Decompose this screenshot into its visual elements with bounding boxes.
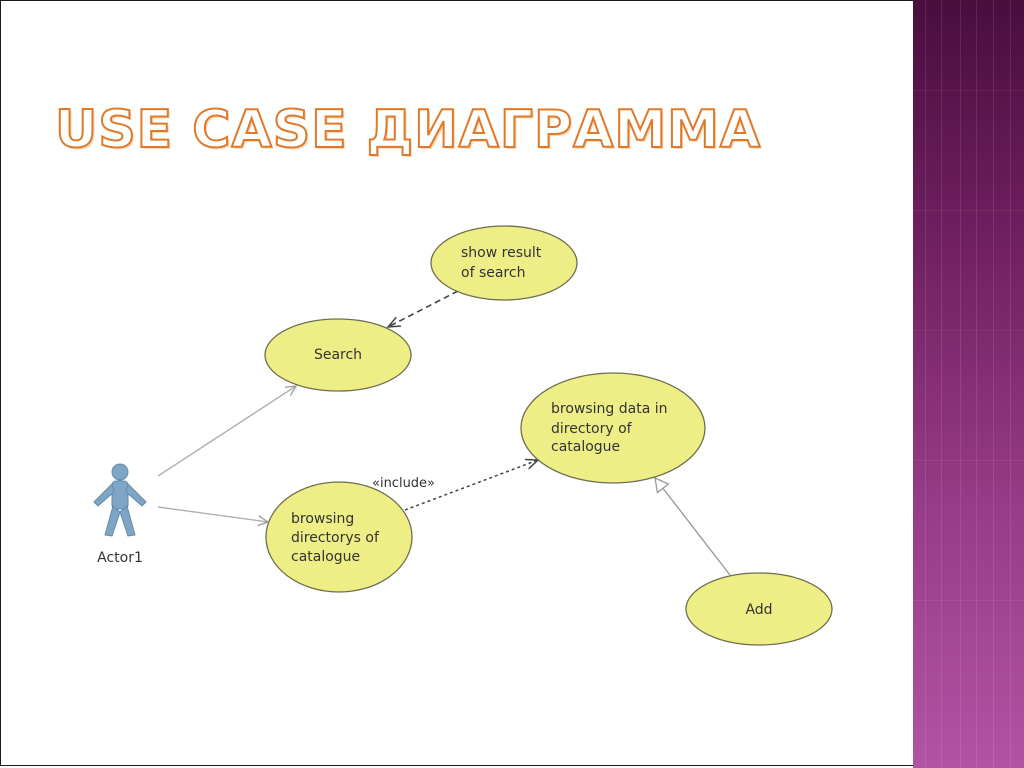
use-case-search[interactable]: Search (264, 318, 412, 392)
use-case-browsing-data-in-directory[interactable]: browsing data in directory of catalogue (520, 372, 706, 484)
use-case-label-line: show result (461, 245, 542, 261)
decorative-side-band (913, 0, 1024, 768)
use-case-label-line: of search (461, 265, 525, 281)
use-case-label-line: catalogue (291, 549, 360, 565)
actor-label: Actor1 (97, 550, 143, 566)
slide-title: USE CASE ДИАГРАММА (54, 99, 762, 161)
use-case-label-line: directorys of (291, 530, 380, 546)
use-case-show-result-of-search[interactable]: show result of search (430, 225, 578, 301)
actor-figure-icon (93, 463, 147, 537)
use-case-label-line: browsing (291, 511, 354, 527)
use-case-label-line: directory of (551, 421, 633, 437)
use-case-label-line: browsing data in (551, 401, 668, 417)
generalization-add-to-browsing-data (655, 478, 731, 576)
use-case-diagram: «include» Actor1 show result of search S… (93, 225, 833, 646)
use-case-label-line: Search (314, 347, 362, 363)
association-actor-search (157, 386, 296, 477)
use-case-browsing-directorys-of-catalogue[interactable]: browsing directorys of catalogue (265, 481, 413, 593)
dependency-show-result-to-search (388, 290, 459, 327)
use-case-add[interactable]: Add (685, 572, 833, 646)
use-case-label-line: catalogue (551, 439, 620, 455)
use-case-label-line: Add (745, 602, 772, 618)
association-actor-browsing-directorys (157, 506, 268, 522)
include-stereotype-label: «include» (372, 476, 435, 491)
